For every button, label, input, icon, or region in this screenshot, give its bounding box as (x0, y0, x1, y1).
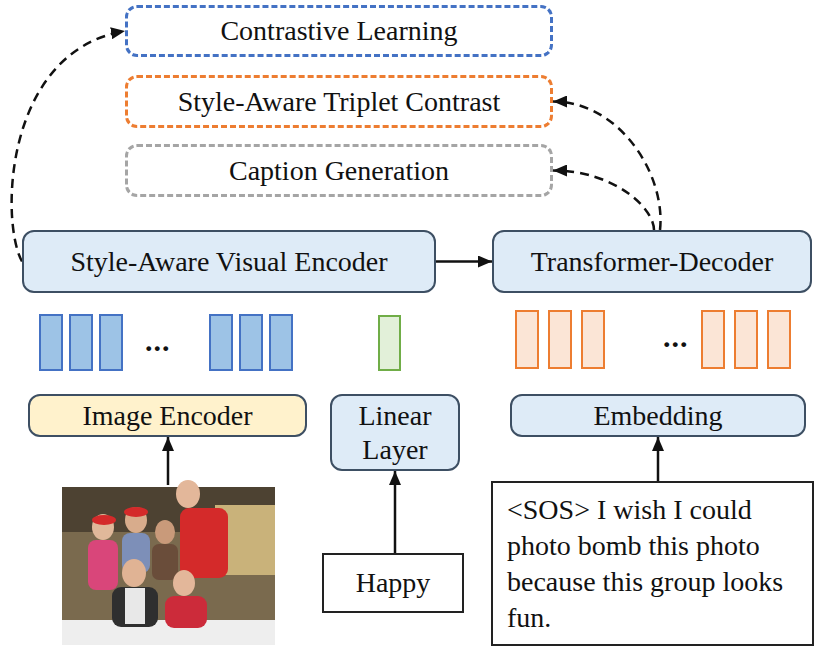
dashed-connector (553, 171, 654, 231)
input-box: Happy (322, 553, 464, 613)
objective-box: Style-Aware Triplet Contrast (125, 75, 553, 128)
node-text: Contrastive Learning (220, 14, 457, 48)
dashed-connector (12, 31, 125, 262)
node-text: Style-Aware Visual Encoder (70, 245, 387, 279)
arrow-connector (394, 471, 397, 553)
ellipsis-label: ... (145, 324, 171, 358)
module-box: Style-Aware Visual Encoder (22, 230, 436, 293)
text-feature-bars (516, 311, 790, 368)
arrow-connector (657, 437, 660, 481)
objective-box: Contrastive Learning (125, 5, 553, 57)
input-box: <SOS> I wish I could photo bomb this pho… (491, 481, 814, 646)
node-text: Linear Layer (332, 399, 458, 466)
node-text: <SOS> I wish I could photo bomb this pho… (507, 492, 798, 636)
module-box: Embedding (510, 394, 806, 437)
module-box: Transformer-Decoder (492, 230, 812, 293)
node-text: Transformer-Decoder (531, 245, 774, 279)
style-feature-bar (379, 316, 400, 370)
ellipsis-label: ... (663, 320, 689, 354)
module-box: Image Encoder (28, 394, 307, 437)
module-box: Linear Layer (330, 394, 460, 471)
node-text: Happy (356, 566, 431, 600)
visual-feature-bars (40, 315, 292, 370)
node-text: Style-Aware Triplet Contrast (178, 85, 501, 119)
objective-box: Caption Generation (125, 144, 553, 197)
node-text: Image Encoder (82, 399, 252, 433)
photo-illustration (62, 480, 275, 645)
node-text: Embedding (593, 399, 722, 433)
arrow-connector (436, 260, 492, 263)
dashed-connector (553, 102, 661, 231)
node-text: Caption Generation (229, 154, 449, 188)
photo-arrow (167, 437, 170, 485)
